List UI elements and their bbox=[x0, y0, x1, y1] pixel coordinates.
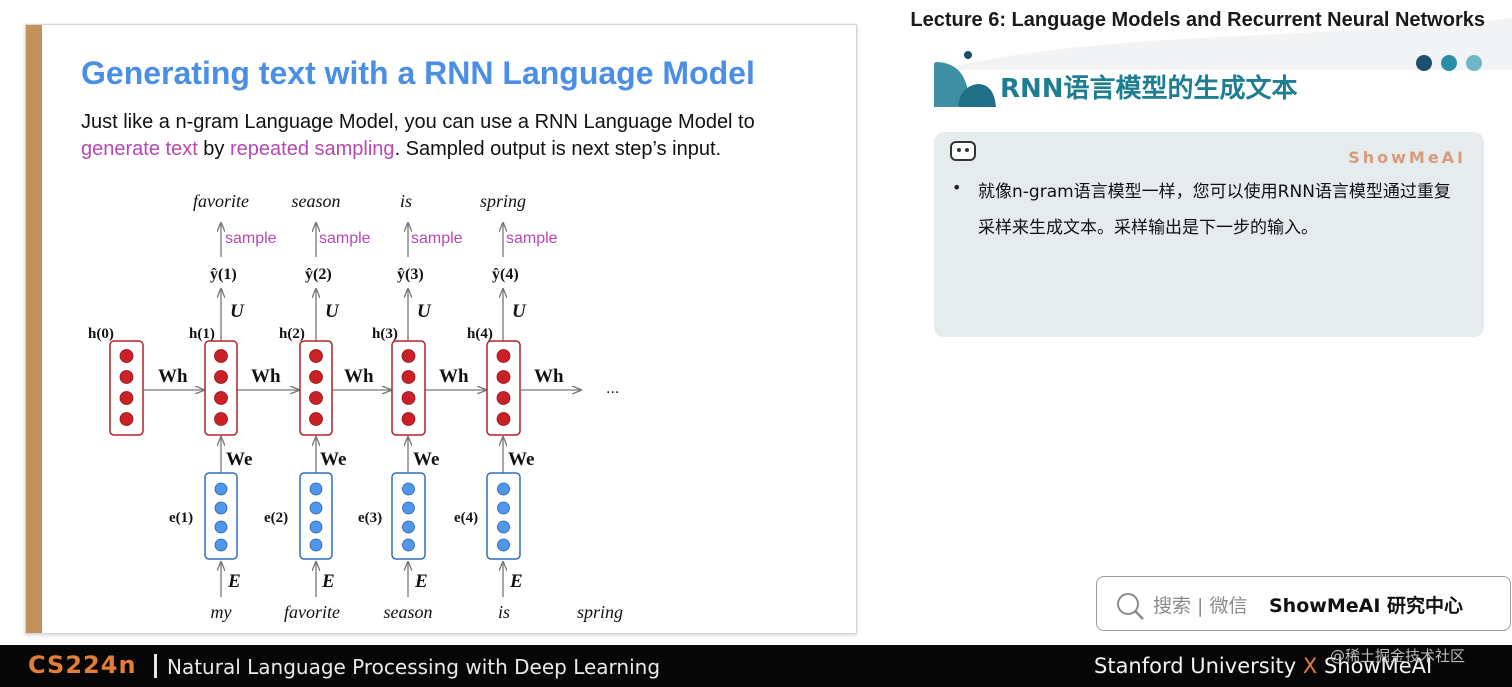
robot-icon bbox=[950, 141, 976, 161]
search-brand: ShowMeAI 研究中心 bbox=[1269, 595, 1463, 617]
hidden-state-4 bbox=[486, 340, 521, 436]
slide-panel: Generating text with a RNN Language Mode… bbox=[25, 24, 857, 634]
header-curve-decoration bbox=[940, 18, 1512, 70]
footer-divider bbox=[154, 654, 157, 678]
highlight-generate-text: generate text bbox=[81, 138, 198, 160]
ellipsis: ... bbox=[606, 380, 619, 397]
embedding-1 bbox=[204, 472, 238, 560]
wh-label-4: Wh bbox=[439, 366, 469, 387]
header-dots bbox=[1416, 55, 1491, 75]
sample-label-3: sample bbox=[411, 230, 463, 247]
u-label-4: U bbox=[512, 301, 527, 322]
hidden-state-0 bbox=[109, 340, 144, 436]
hidden-state-3 bbox=[391, 340, 426, 436]
dot-1 bbox=[1416, 55, 1432, 71]
course-title: Natural Language Processing with Deep Le… bbox=[167, 655, 661, 679]
h-label-3: h(3) bbox=[372, 326, 398, 342]
u-label-1: U bbox=[230, 301, 245, 322]
input-word-2: favorite bbox=[284, 602, 340, 622]
dot-2 bbox=[1441, 55, 1457, 71]
h-label-0: h(0) bbox=[88, 326, 114, 342]
slide-description: Just like a n-gram Language Model, you c… bbox=[81, 109, 755, 163]
e-label-2: e(2) bbox=[264, 510, 288, 526]
we-label-2: We bbox=[320, 449, 346, 470]
slide-title: Generating text with a RNN Language Mode… bbox=[81, 55, 755, 91]
output-word-4: spring bbox=[480, 191, 526, 211]
rnn-diagram: favorite season is spring sample sample … bbox=[88, 191, 623, 622]
title-shape-icon bbox=[934, 51, 996, 107]
wechat-search-box[interactable]: 搜索 | 微信 ShowMeAI 研究中心 bbox=[1096, 576, 1511, 631]
credit-showmeai: ShowMeAI bbox=[1317, 654, 1433, 678]
h-label-1: h(1) bbox=[189, 326, 215, 342]
embedding-4 bbox=[486, 472, 521, 560]
bullet-icon: • bbox=[952, 178, 962, 197]
output-word-2: season bbox=[292, 191, 341, 211]
u-label-3: U bbox=[417, 301, 432, 322]
chinese-section-title: RNN语言模型的生成文本 bbox=[1000, 74, 1298, 104]
brand-label: ShowMeAI bbox=[1348, 148, 1466, 167]
footer-credit: Stanford University X ShowMeAI bbox=[1094, 654, 1432, 678]
sample-label-4: sample bbox=[506, 230, 558, 247]
highlight-repeated-sampling: repeated sampling bbox=[230, 138, 395, 160]
note-card: ShowMeAI • 就像n-gram语言模型一样，您可以使用RNN语言模型通过… bbox=[934, 132, 1484, 337]
output-word-3: is bbox=[400, 191, 412, 211]
embedding-2 bbox=[299, 472, 333, 560]
e-label-1: e(1) bbox=[169, 510, 193, 526]
note-text: 就像n-gram语言模型一样，您可以使用RNN语言模型通过重复采样来生成文本。采… bbox=[978, 182, 1451, 238]
yhat-label-2: ŷ(2) bbox=[305, 266, 332, 283]
watermark: @稀土掘金技术社区 bbox=[1330, 647, 1466, 665]
hidden-state-2 bbox=[299, 340, 333, 436]
input-word-5: spring bbox=[577, 602, 623, 622]
u-label-2: U bbox=[325, 301, 340, 322]
text-sampled-output: . Sampled output is next step’s input. bbox=[394, 138, 722, 160]
yhat-label-1: ŷ(1) bbox=[210, 266, 237, 283]
yhat-label-4: ŷ(4) bbox=[492, 266, 519, 283]
search-label: 搜索 | 微信 bbox=[1153, 595, 1248, 617]
h-label-4: h(4) bbox=[467, 326, 493, 342]
embed-matrix-label-1: E bbox=[227, 571, 241, 592]
e-label-3: e(3) bbox=[358, 510, 382, 526]
input-word-3: season bbox=[384, 602, 433, 622]
input-word-4: is bbox=[498, 602, 510, 622]
embedding-3 bbox=[391, 472, 426, 560]
wh-label-2: Wh bbox=[251, 366, 281, 387]
sample-label-2: sample bbox=[319, 230, 371, 247]
slide-description-line2: generate text by repeated sampling. Samp… bbox=[81, 136, 755, 163]
footer-bar: CS224n Natural Language Processing with … bbox=[0, 645, 1512, 687]
text-by: by bbox=[197, 138, 230, 160]
credit-x: X bbox=[1302, 654, 1318, 678]
embed-matrix-label-4: E bbox=[509, 571, 523, 592]
sample-label-1: sample bbox=[225, 230, 277, 247]
wh-label-1: Wh bbox=[158, 366, 188, 387]
search-icon bbox=[1117, 593, 1144, 620]
we-label-1: We bbox=[226, 449, 252, 470]
dot-3 bbox=[1466, 55, 1482, 71]
we-label-4: We bbox=[508, 449, 534, 470]
e-label-4: e(4) bbox=[454, 510, 478, 526]
wh-label-5: Wh bbox=[534, 366, 564, 387]
lecture-title: Lecture 6: Language Models and Recurrent… bbox=[910, 9, 1485, 31]
output-word-1: favorite bbox=[193, 191, 249, 211]
embed-matrix-label-2: E bbox=[321, 571, 335, 592]
course-code: CS224n bbox=[28, 651, 137, 679]
credit-stanford: Stanford University bbox=[1094, 654, 1303, 678]
embed-matrix-label-3: E bbox=[414, 571, 428, 592]
hidden-state-1 bbox=[204, 340, 238, 436]
yhat-label-3: ŷ(3) bbox=[397, 266, 424, 283]
we-label-3: We bbox=[413, 449, 439, 470]
wh-label-3: Wh bbox=[344, 366, 374, 387]
slide-description-line1: Just like a n-gram Language Model, you c… bbox=[81, 111, 755, 133]
slide-accent-bar bbox=[26, 25, 42, 633]
input-word-1: my bbox=[211, 602, 232, 622]
h-label-2: h(2) bbox=[279, 326, 305, 342]
